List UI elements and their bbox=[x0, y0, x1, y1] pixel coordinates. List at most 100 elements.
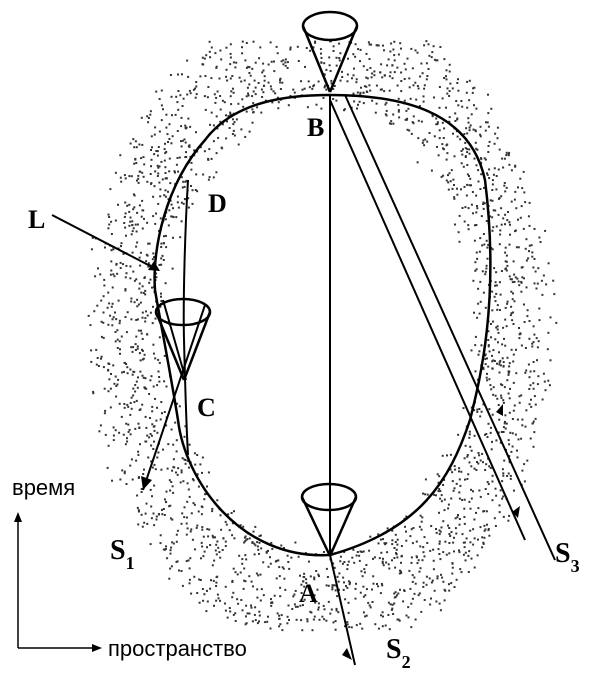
speckle-dot bbox=[363, 568, 366, 571]
speckle-dot bbox=[157, 451, 160, 454]
speckle-dot bbox=[226, 79, 229, 82]
speckle-dot bbox=[106, 306, 109, 309]
speckle-dot bbox=[329, 70, 332, 72]
speckle-dot bbox=[365, 76, 368, 79]
speckle-dot bbox=[391, 603, 394, 606]
speckle-dot bbox=[414, 49, 417, 52]
speckle-dot bbox=[438, 553, 441, 555]
speckle-dot bbox=[420, 528, 423, 531]
speckle-dot bbox=[188, 89, 191, 92]
speckle-dot bbox=[362, 65, 365, 68]
speckle-dot bbox=[247, 94, 250, 97]
speckle-dot bbox=[495, 175, 498, 177]
speckle-dot bbox=[211, 534, 214, 537]
speckle-dot bbox=[514, 164, 517, 167]
speckle-dot bbox=[135, 278, 138, 281]
speckle-dot bbox=[301, 629, 304, 632]
speckle-dot bbox=[347, 580, 350, 583]
speckle-dot bbox=[267, 615, 269, 618]
speckle-dot bbox=[545, 283, 548, 286]
speckle-dot bbox=[165, 150, 168, 153]
speckle-dot bbox=[515, 348, 517, 351]
speckle-dot bbox=[306, 620, 309, 623]
speckle-dot bbox=[230, 90, 233, 93]
speckle-dot bbox=[431, 579, 434, 582]
speckle-dot bbox=[458, 523, 461, 526]
speckle-dot bbox=[474, 269, 477, 272]
speckle-dot bbox=[523, 480, 526, 483]
speckle-dot bbox=[463, 185, 466, 188]
speckle-dot bbox=[362, 91, 365, 94]
speckle-dot bbox=[501, 357, 504, 360]
speckle-dot bbox=[164, 189, 167, 192]
speckle-dot bbox=[135, 399, 138, 402]
speckle-dot bbox=[125, 363, 128, 365]
speckle-dot bbox=[520, 344, 523, 347]
speckle-dot bbox=[461, 105, 464, 108]
speckle-dot bbox=[449, 453, 452, 456]
speckle-dot bbox=[456, 117, 459, 120]
speckle-dot bbox=[451, 471, 454, 474]
speckle-dot bbox=[499, 229, 502, 232]
speckle-dot bbox=[447, 524, 449, 527]
speckle-dot bbox=[247, 92, 249, 95]
speckle-dot bbox=[343, 551, 346, 553]
speckle-dot bbox=[452, 132, 454, 135]
speckle-dot bbox=[410, 47, 413, 50]
speckle-dot bbox=[354, 597, 357, 600]
speckle-dot bbox=[465, 194, 468, 197]
speckle-dot bbox=[417, 559, 420, 562]
speckle-dot bbox=[422, 100, 425, 103]
speckle-dot bbox=[488, 378, 491, 381]
speckle-dot bbox=[352, 92, 355, 95]
speckle-dot bbox=[472, 128, 475, 131]
speckle-dot bbox=[399, 42, 402, 45]
speckle-dot bbox=[111, 479, 113, 482]
speckle-dot bbox=[219, 95, 222, 97]
speckle-dot bbox=[208, 148, 211, 151]
speckle-dot bbox=[446, 454, 448, 457]
speckle-dot bbox=[134, 157, 137, 160]
speckle-dot bbox=[432, 568, 435, 571]
speckle-dot bbox=[261, 71, 264, 74]
speckle-dot bbox=[187, 206, 190, 209]
speckle-dot bbox=[153, 256, 155, 259]
speckle-dot bbox=[476, 148, 479, 151]
speckle-dot bbox=[130, 175, 133, 178]
speckle-dot bbox=[253, 613, 256, 616]
speckle-dot bbox=[150, 158, 153, 161]
speckle-dot bbox=[329, 612, 332, 615]
speckle-dot bbox=[256, 596, 259, 599]
speckle-dot bbox=[532, 445, 535, 448]
speckle-dot bbox=[164, 282, 167, 285]
speckle-dot bbox=[176, 473, 179, 476]
speckle-dot bbox=[160, 242, 163, 245]
speckle-dot bbox=[335, 99, 338, 102]
speckle-dot bbox=[232, 567, 235, 570]
speckle-dot bbox=[339, 52, 342, 55]
speckle-dot bbox=[102, 366, 105, 369]
speckle-dot bbox=[262, 62, 265, 65]
speckle-dot bbox=[120, 415, 123, 418]
speckle-dot bbox=[330, 608, 333, 611]
speckle-dot bbox=[526, 315, 529, 318]
speckle-dot bbox=[114, 331, 117, 333]
speckle-dot bbox=[318, 575, 320, 578]
speckle-dot bbox=[129, 433, 132, 436]
speckle-dot bbox=[418, 570, 421, 573]
speckle-dot bbox=[498, 361, 501, 364]
speckle-dot bbox=[532, 420, 535, 423]
speckle-dot bbox=[165, 385, 168, 388]
speckle-dot bbox=[396, 618, 399, 621]
speckle-dot bbox=[203, 57, 206, 60]
speckle-dot bbox=[492, 320, 494, 323]
speckle-dot bbox=[366, 77, 369, 80]
speckle-dot bbox=[136, 241, 139, 244]
speckle-dot bbox=[211, 564, 214, 567]
speckle-dot bbox=[318, 618, 321, 621]
speckle-dot bbox=[531, 255, 534, 258]
speckle-dot bbox=[108, 378, 111, 381]
speckle-dot bbox=[194, 463, 197, 466]
speckle-dot bbox=[372, 557, 374, 560]
speckle-dot bbox=[497, 341, 499, 344]
